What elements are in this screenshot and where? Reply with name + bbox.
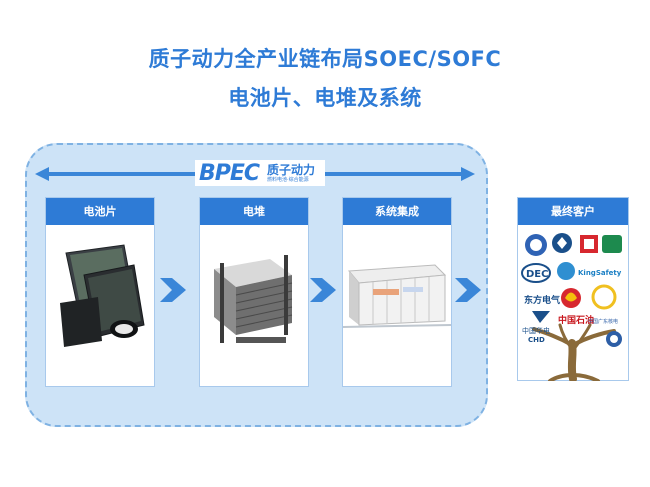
stack-image [214, 255, 293, 343]
stage-label: 电堆 [200, 198, 308, 225]
customer-logo-text: 东方电气 [524, 294, 560, 306]
logo-tagline: 燃料电池·综合能源 [267, 177, 309, 183]
flow-arrow-icon [455, 278, 481, 302]
customer-logo-text: 中国石油 [558, 314, 594, 326]
stage-card-customers: 最终客户 DEC KingSafety 东方电气 中国华电 CHD 中国石油 [517, 197, 629, 381]
customer-logo-text: 中国华电 [522, 326, 550, 335]
stage-card-cells: 电池片 [45, 197, 155, 387]
cell-plates-image [60, 244, 145, 347]
stage-card-system: 系统集成 [342, 197, 452, 387]
container-system-image [343, 264, 451, 328]
stage-label: 最终客户 [518, 198, 628, 225]
customer-logo-text: KingSafety [578, 269, 622, 277]
page-title: 质子动力全产业链布局SOEC/SOFC [148, 47, 502, 71]
logo-name-cn: 质子动力 [267, 163, 316, 177]
customer-logo-text: DEC [526, 269, 548, 280]
stage-card-stack: 电堆 [199, 197, 309, 387]
flow-arrow-icon [310, 278, 336, 302]
flow-arrow-icon [160, 278, 186, 302]
page-subtitle: 电池片、电堆及系统 [228, 86, 422, 110]
customer-logo-text: 中国广东核电 [588, 318, 618, 325]
logo-brand: BPEC [199, 161, 260, 186]
customer-tree-image: DEC KingSafety 东方电气 中国华电 CHD 中国石油 中国广东核电 [521, 233, 622, 381]
customer-logo-text: CHD [528, 336, 545, 344]
stage-label: 电池片 [46, 198, 154, 225]
bpec-logo: BPEC 质子动力 燃料电池·综合能源 [195, 160, 325, 186]
stage-label: 系统集成 [343, 198, 451, 225]
